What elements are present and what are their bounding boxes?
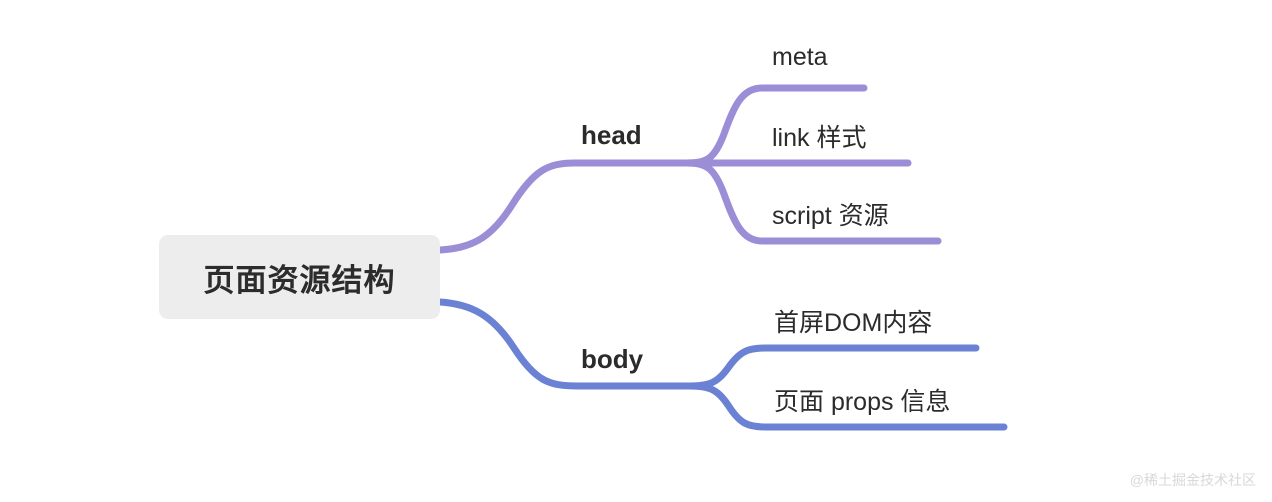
connector-head-to-script <box>682 159 942 245</box>
leaf-label-meta[interactable]: meta <box>772 43 828 71</box>
leaf-label-props[interactable]: 页面 props 信息 <box>774 388 951 416</box>
root-node[interactable]: 页面资源结构 <box>159 235 440 319</box>
branch-label-head[interactable]: head <box>581 120 642 150</box>
connector-root-to-body <box>436 298 696 390</box>
connector-body-to-dom <box>686 344 980 390</box>
leaf-label-link[interactable]: link 样式 <box>772 124 867 152</box>
connector-root-to-head <box>436 159 692 254</box>
connector-body-to-props <box>686 382 1008 431</box>
root-node-label: 页面资源结构 <box>203 262 396 298</box>
leaf-label-script[interactable]: script 资源 <box>772 202 889 230</box>
leaf-label-dom[interactable]: 首屏DOM内容 <box>774 309 933 337</box>
branch-label-body[interactable]: body <box>581 344 644 374</box>
watermark: @稀土掘金技术社区 <box>1129 472 1256 488</box>
